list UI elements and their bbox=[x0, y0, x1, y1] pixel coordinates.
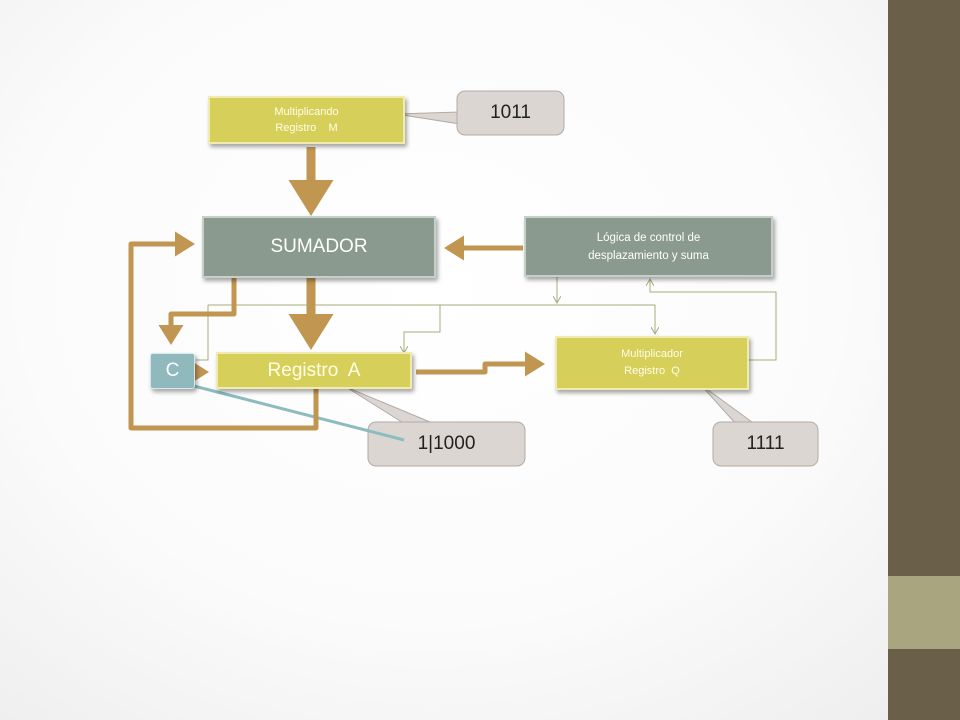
multiplicador-register-q: Multiplicador Registro Q bbox=[555, 336, 749, 390]
sumador-block: SUMADOR bbox=[202, 216, 436, 278]
control-lines bbox=[196, 277, 777, 361]
c-connector bbox=[189, 383, 405, 442]
multiplicando-register-m: Multiplicando Registro M bbox=[208, 96, 405, 144]
register-m-label: Registro M bbox=[275, 122, 338, 134]
control-logic-line1: Lógica de control de bbox=[596, 231, 701, 244]
slide-sidebar-accent bbox=[888, 576, 960, 649]
register-a: Registro A bbox=[216, 352, 412, 389]
multiplicador-label: Multiplicador bbox=[621, 348, 683, 360]
callout-m bbox=[395, 90, 565, 136]
callout-q-value: 1111 bbox=[746, 433, 785, 454]
register-q-label: Registro Q bbox=[624, 365, 680, 377]
data-arrows bbox=[128, 147, 545, 431]
carry-label: C bbox=[165, 360, 180, 381]
callout-a-value: 1|1000 bbox=[417, 433, 476, 454]
control-logic-line2: desplazamiento y suma bbox=[588, 249, 709, 262]
carry-flag-c: C bbox=[150, 353, 195, 389]
callout-q bbox=[699, 383, 819, 467]
sumador-label: SUMADOR bbox=[270, 236, 368, 257]
callout-m-value: 1011 bbox=[490, 102, 531, 123]
callout-a bbox=[345, 386, 526, 467]
multiplicando-label: Multiplicando bbox=[274, 106, 339, 118]
register-a-label: Registro A bbox=[267, 359, 361, 381]
control-logic-block: Lógica de control de desplazamiento y su… bbox=[524, 216, 773, 277]
